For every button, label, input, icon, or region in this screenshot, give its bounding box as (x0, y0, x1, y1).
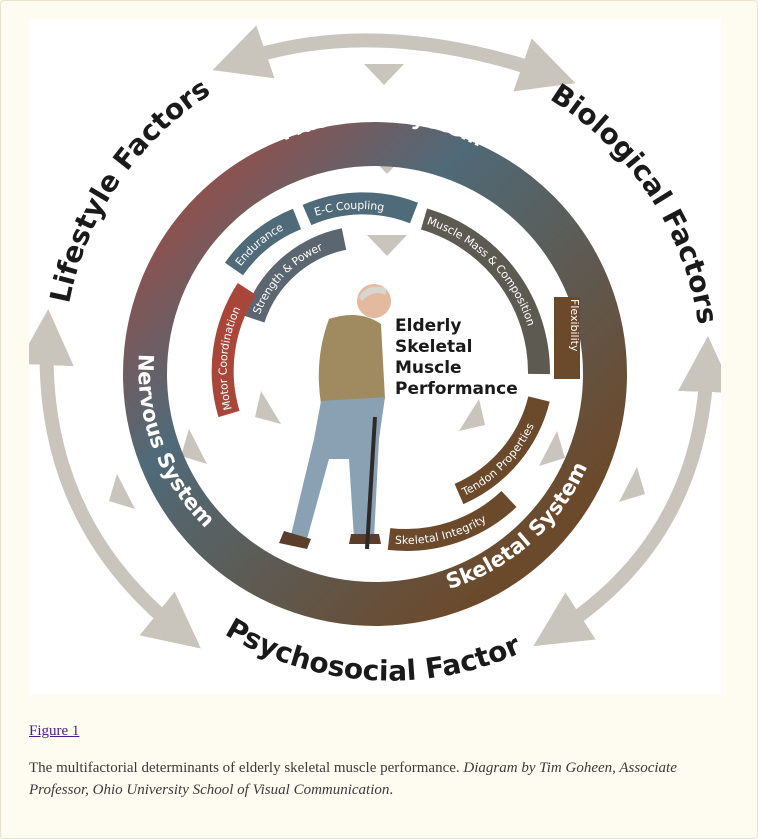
segment-tendon (454, 396, 550, 505)
center-line-1: Elderly (395, 316, 461, 336)
center-label: Elderly Skeletal Muscle Performance (395, 316, 518, 399)
hair (359, 286, 387, 301)
triangle-right-mid (539, 431, 565, 466)
segment-skeletal-integrity (387, 490, 517, 551)
left-arrow (29, 309, 201, 649)
triangle-left-outer (109, 474, 135, 509)
muscle-mass-label: Muscle Mass & Composition (425, 214, 537, 327)
center-line-3: Muscle (395, 358, 462, 378)
cane (365, 416, 377, 550)
diagram-panel: Muscular System Nervous System Skeletal … (29, 19, 721, 695)
caption-credit: Diagram by Tim Goheen, Associate Profess… (29, 760, 677, 798)
figure-link[interactable]: Figure 1 (29, 723, 80, 739)
center-line-4: Performance (395, 379, 518, 399)
right-arrow (533, 336, 721, 647)
triangle-right-outer (619, 467, 645, 502)
triangle-left-mid (181, 429, 207, 464)
center-line-2: Skeletal (395, 337, 472, 357)
systems-ring (123, 122, 627, 626)
segment-endurance (224, 208, 302, 276)
shoe-right (349, 534, 381, 544)
segment-strength (243, 228, 347, 323)
caption-text: The multifactorial determinants of elder… (29, 760, 464, 776)
triangle-top-outer (364, 64, 404, 85)
shoe-left (279, 531, 311, 549)
component-segments (211, 192, 580, 551)
triangle-top-inner (367, 235, 407, 256)
segment-muscle-mass (420, 208, 551, 375)
figure-caption: The multifactorial determinants of elder… (29, 760, 677, 798)
outer-arrows (29, 25, 721, 649)
segment-motor (211, 282, 257, 418)
arm (359, 337, 381, 414)
segment-ec-coupling (302, 192, 419, 226)
top-arrow (212, 25, 576, 92)
pants (291, 397, 385, 539)
triangle-right-inner (459, 399, 485, 431)
flexibility-label: Flexibility (568, 299, 581, 352)
diagram-svg: Muscular System Nervous System Skeletal … (29, 19, 721, 688)
elderly-person-illustration (279, 284, 391, 550)
triangle-left-inner (255, 391, 281, 424)
